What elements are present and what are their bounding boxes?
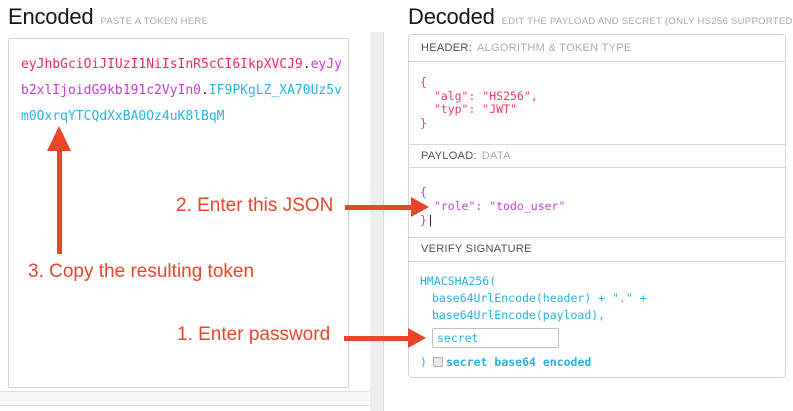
- text-cursor: |: [426, 213, 434, 228]
- signature-code-line: HMACSHA256(: [420, 273, 497, 288]
- arrow-up-shaft: [57, 151, 62, 254]
- payload-section-label: PAYLOAD: DATA: [409, 145, 785, 169]
- arrow-right-head: [408, 328, 426, 348]
- secret-input[interactable]: [432, 327, 559, 348]
- signature-code-line: base64UrlEncode(header) + "." +: [432, 290, 647, 305]
- token-separator-dot: .: [302, 57, 311, 72]
- header-json-editor[interactable]: { "alg": "HS256", "typ": "JWT" }: [409, 62, 785, 146]
- encoded-heading: Encoded PASTE A TOKEN HERE: [8, 4, 208, 30]
- payload-label-light: DATA: [481, 150, 511, 163]
- header-label-light: ALGORITHM & TOKEN TYPE: [477, 41, 632, 54]
- base64-encoded-checkbox[interactable]: [432, 356, 443, 367]
- arrow-right-shaft: [344, 336, 408, 341]
- encoded-title: Encoded: [8, 4, 94, 29]
- arrow-right-shaft: [345, 205, 411, 210]
- payload-json-editor[interactable]: { "role": "todo_user" }|: [409, 168, 785, 238]
- decoded-subtitle: EDIT THE PAYLOAD AND SECRET (ONLY HS256 …: [501, 16, 793, 27]
- verify-signature-label: VERIFY SIGNATURE: [409, 238, 785, 262]
- annotation-step1: 1. Enter password: [177, 324, 331, 345]
- arrow-up-head: [47, 126, 71, 151]
- decoded-panel: HEADER: ALGORITHM & TOKEN TYPE { "alg": …: [408, 34, 786, 378]
- token-signature-segment: IF9PKgLZ_XA70Uz5vm0OxrqYTCQdXxBA0Oz4uK8l…: [21, 83, 342, 124]
- base64-encoded-label[interactable]: secret base64 encoded: [445, 354, 592, 369]
- arrow-right-head: [411, 197, 429, 217]
- token-separator-dot: .: [201, 83, 209, 98]
- annotation-step3: 3. Copy the resulting token: [28, 261, 255, 282]
- header-label-strong: HEADER:: [421, 41, 472, 54]
- header-section-label: HEADER: ALGORITHM & TOKEN TYPE: [409, 35, 785, 62]
- panel-divider: [370, 32, 384, 411]
- token-header-segment: eyJhbGciOiJIUzI1NiIsInR5cCI6IkpXVCJ9: [21, 57, 303, 72]
- signature-closing-row: ) secret base64 encoded: [409, 355, 785, 369]
- signature-code-line: base64UrlEncode(payload),: [432, 307, 606, 322]
- decoded-heading: Decoded EDIT THE PAYLOAD AND SECRET (ONLY…: [408, 4, 793, 30]
- token-payload-segment: eyJyb2xlIjoidG9kb191c2VyIn0: [21, 57, 342, 98]
- signature-editor[interactable]: HMACSHA256( base64UrlEncode(header) + ".…: [409, 262, 785, 377]
- payload-json-text: { "role": "todo_user" }: [420, 185, 566, 228]
- encoded-token-editor[interactable]: eyJhbGciOiJIUzI1NiIsInR5cCI6IkpXVCJ9.eyJ…: [8, 38, 349, 388]
- encoded-subtitle: PASTE A TOKEN HERE: [100, 16, 209, 27]
- jwt-token-text: eyJhbGciOiJIUzI1NiIsInR5cCI6IkpXVCJ9.eyJ…: [9, 39, 348, 130]
- bottom-section-edge: [0, 391, 369, 406]
- verify-signature-text: VERIFY SIGNATURE: [421, 243, 532, 256]
- decoded-title: Decoded: [408, 4, 495, 29]
- header-json: { "alg": "HS256", "typ": "JWT" }: [420, 74, 538, 131]
- payload-json: { "role": "todo_user" }|: [409, 168, 785, 227]
- annotation-step2: 2. Enter this JSON: [176, 195, 334, 216]
- payload-label-strong: PAYLOAD:: [421, 150, 477, 163]
- closing-paren: ): [420, 354, 427, 369]
